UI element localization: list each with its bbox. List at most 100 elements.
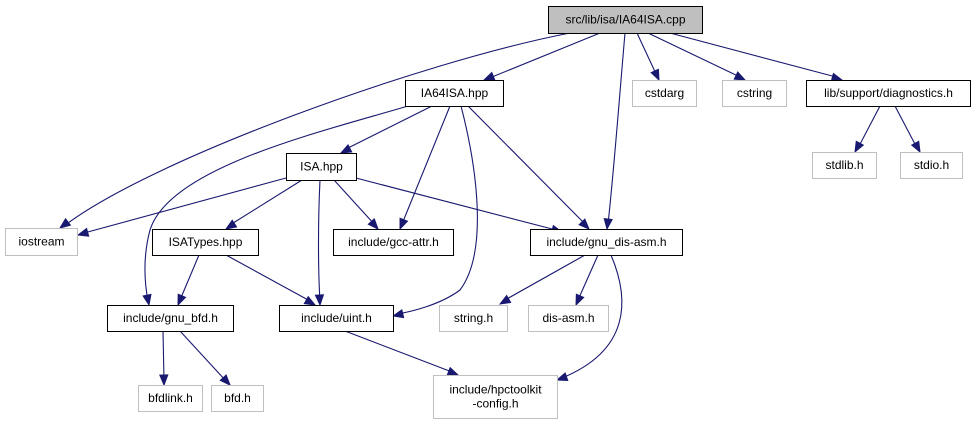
edge-ia64isa_hpp-to-gnu_dis_asm_h xyxy=(467,105,590,230)
node-box xyxy=(5,228,78,256)
node-box xyxy=(333,229,454,256)
arrowhead-icon xyxy=(399,217,409,231)
node-box xyxy=(900,152,963,179)
arrowhead-icon xyxy=(733,71,747,81)
node-stdlib-h: stdlib.h xyxy=(812,152,877,179)
edge-line xyxy=(63,32,571,227)
node-label: IA64ISA.hpp xyxy=(421,86,489,100)
edge-gnu_dis_asm_h-to-hpctoolkit_config_h xyxy=(555,254,623,382)
node-box xyxy=(279,305,394,332)
node-string-h: string.h xyxy=(439,305,508,332)
node-root[interactable]: src/lib/isa/IA64ISA.cpp xyxy=(548,6,703,34)
arrowhead-icon xyxy=(303,295,317,306)
node-label: iostream xyxy=(18,235,64,249)
edge-uint_h-to-hpctoolkit_config_h xyxy=(344,330,460,376)
node-box xyxy=(439,305,508,332)
node-gnu-bfd-h[interactable]: include/gnu_bfd.h xyxy=(107,305,234,332)
edge-diagnostics_h-to-stdlib_h xyxy=(854,105,881,154)
edge-root-to-diagnostics_h xyxy=(669,32,844,82)
node-bfd-h: bfd.h xyxy=(211,385,264,412)
node-cstdarg: cstdarg xyxy=(632,80,697,107)
node-dis-asm-h: dis-asm.h xyxy=(528,305,609,332)
arrowhead-icon xyxy=(446,366,460,376)
node-label: include/uint.h xyxy=(301,311,372,325)
edge-line xyxy=(229,179,303,226)
node-gcc-attr-h[interactable]: include/gcc-attr.h xyxy=(333,229,454,256)
arrowhead-icon xyxy=(159,374,169,387)
node-iostream: iostream xyxy=(5,228,78,256)
node-box xyxy=(528,305,609,332)
node-label: stdlib.h xyxy=(825,158,863,172)
edge-isatypes_hpp-to-uint_h xyxy=(225,254,317,306)
node-label: ISATypes.hpp xyxy=(169,235,243,249)
arrowhead-icon xyxy=(854,140,865,154)
edge-line xyxy=(607,32,626,225)
node-label: stdio.h xyxy=(914,158,949,172)
edge-line xyxy=(179,330,227,382)
node-box xyxy=(632,80,697,107)
edge-gnu_dis_asm_h-to-dis_asm_h xyxy=(575,254,599,307)
node-label: bfdlink.h xyxy=(148,391,193,405)
edge-ia64isa_hpp-to-gnu_bfd_h xyxy=(142,102,419,307)
arrowhead-icon xyxy=(314,294,325,307)
edge-isatypes_hpp-to-gnu_bfd_h xyxy=(177,254,200,307)
edge-line xyxy=(401,105,451,225)
arrowhead-icon xyxy=(58,217,72,229)
node-uint-h[interactable]: include/uint.h xyxy=(279,305,394,332)
node-box xyxy=(405,80,504,107)
node-label: include/gcc-attr.h xyxy=(348,235,439,249)
node-ia64isa-hpp[interactable]: IA64ISA.hpp xyxy=(405,80,504,107)
arrowhead-icon xyxy=(575,293,585,307)
node-label: include/gnu_bfd.h xyxy=(123,311,218,325)
edge-line xyxy=(647,32,741,78)
edge-gnu_bfd_h-to-bfd_h xyxy=(179,330,231,386)
node-box xyxy=(530,229,683,256)
edge-isa_hpp-to-iostream xyxy=(76,177,287,237)
node-box xyxy=(812,152,877,179)
edge-gnu_dis_asm_h-to-string_h xyxy=(498,254,586,305)
edge-line xyxy=(467,105,587,226)
node-box xyxy=(286,153,357,181)
node-gnu-dis-asm-h[interactable]: include/gnu_dis-asm.h xyxy=(530,229,683,256)
node-box xyxy=(722,80,787,107)
arrowhead-icon xyxy=(603,218,613,231)
node-label: include/hpctoolkit xyxy=(449,383,542,397)
edge-line xyxy=(561,254,623,379)
node-label: cstring xyxy=(737,86,772,100)
edge-line xyxy=(669,32,837,78)
node-label: src/lib/isa/IA64ISA.cpp xyxy=(565,13,685,27)
node-diagnostics-h[interactable]: lib/support/diagnostics.h xyxy=(806,80,971,107)
edge-root-to-iostream xyxy=(58,32,571,229)
edge-line xyxy=(894,105,918,149)
node-label: dis-asm.h xyxy=(542,311,594,325)
arrowhead-icon xyxy=(142,293,152,307)
edge-line xyxy=(345,105,433,150)
node-isatypes-hpp[interactable]: ISATypes.hpp xyxy=(152,229,259,256)
edge-line xyxy=(504,254,586,301)
arrowhead-icon xyxy=(391,308,405,319)
node-stdio-h: stdio.h xyxy=(900,152,963,179)
edge-ia64isa_hpp-to-isa_hpp xyxy=(339,105,433,154)
node-box xyxy=(211,385,264,412)
node-isa-hpp[interactable]: ISA.hpp xyxy=(286,153,357,181)
arrowhead-icon xyxy=(339,143,353,154)
edge-gnu_bfd_h-to-bfdlink_h xyxy=(159,330,169,387)
arrowhead-icon xyxy=(578,218,590,230)
arrowhead-icon xyxy=(224,219,238,230)
edge-root-to-cstring xyxy=(647,32,747,81)
edge-line xyxy=(355,177,557,231)
node-box xyxy=(138,385,203,412)
edge-ia64isa_hpp-to-gcc_attr_h xyxy=(399,105,451,231)
edge-isa_hpp-to-gcc_attr_h xyxy=(333,179,379,231)
edge-line xyxy=(636,32,658,77)
arrowhead-icon xyxy=(650,68,660,82)
arrowhead-icon xyxy=(219,374,231,386)
node-label: cstdarg xyxy=(645,86,684,100)
edge-root-to-gnu_dis_asm_h xyxy=(603,32,626,231)
node-box xyxy=(806,80,971,107)
node-label: ISA.hpp xyxy=(300,160,343,174)
edge-line xyxy=(179,254,200,301)
edge-line xyxy=(162,330,165,381)
